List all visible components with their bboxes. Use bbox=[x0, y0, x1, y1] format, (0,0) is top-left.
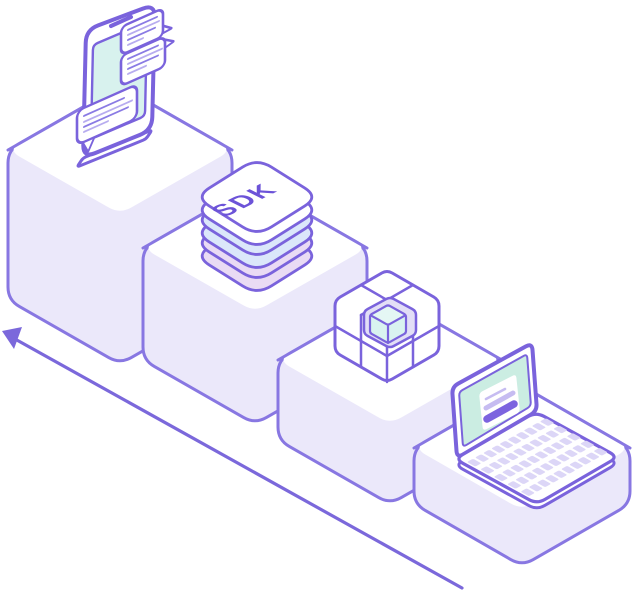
sdk-layers bbox=[200, 161, 314, 292]
modular-cube-icon bbox=[333, 270, 441, 384]
laptop-icon bbox=[450, 343, 616, 510]
smartphone-chat-icon bbox=[75, 5, 175, 168]
growth-arrow-icon bbox=[2, 327, 464, 590]
sdk-stack-icon: SDK bbox=[200, 161, 314, 292]
